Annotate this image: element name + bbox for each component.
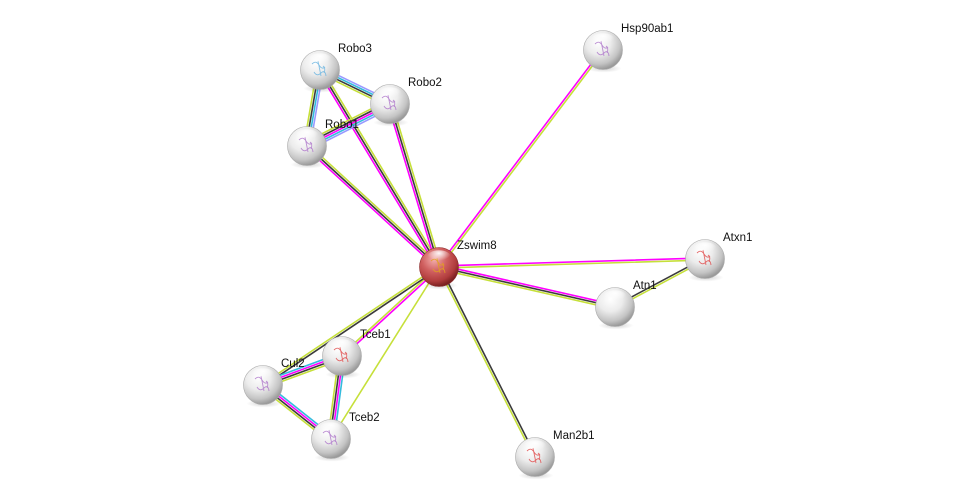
node-cul2[interactable]: Cul2 bbox=[243, 358, 305, 408]
node-highlight bbox=[377, 87, 403, 103]
edge-channel-textmining bbox=[340, 265, 440, 357]
node-tceb2[interactable]: Tceb2 bbox=[311, 412, 380, 462]
node-tceb1[interactable]: Tceb1 bbox=[322, 329, 391, 379]
edge-zswim8-cul2[interactable] bbox=[261, 265, 441, 387]
node-label: Atn1 bbox=[633, 280, 657, 292]
edge-zswim8-robo3[interactable] bbox=[317, 68, 442, 269]
node-atxn1[interactable]: Atxn1 bbox=[685, 232, 753, 282]
edge-channel-experiments bbox=[341, 266, 441, 358]
node-atn1[interactable]: Atn1 bbox=[595, 280, 657, 330]
node-highlight bbox=[692, 242, 718, 258]
edge-zswim8-man2b1[interactable] bbox=[437, 265, 537, 459]
node-robo1[interactable]: Robo1 bbox=[287, 119, 359, 169]
edge-channel-textmining bbox=[330, 266, 440, 440]
edge-channel-coexpression bbox=[262, 267, 441, 387]
edge-channel-experiments bbox=[387, 103, 438, 269]
node-label: Cul2 bbox=[281, 358, 305, 370]
edge-channel-experiments bbox=[304, 146, 439, 270]
node-label: Man2b1 bbox=[553, 430, 595, 442]
edge-zswim8-robo1[interactable] bbox=[304, 143, 442, 270]
edge-zswim8-tceb1[interactable] bbox=[340, 265, 441, 358]
edge-channel-experiments bbox=[437, 48, 603, 268]
edge-zswim8-robo2[interactable] bbox=[387, 102, 442, 269]
edge-channel-textmining bbox=[320, 68, 442, 267]
node-highlight bbox=[294, 129, 320, 145]
edge-zswim8-tceb2[interactable] bbox=[330, 266, 440, 440]
edge-channel-experiments bbox=[438, 257, 706, 267]
node-highlight bbox=[318, 422, 344, 438]
node-highlight bbox=[426, 250, 452, 266]
node-label: Hsp90ab1 bbox=[621, 23, 673, 35]
edge-zswim8-hsp90ab1[interactable] bbox=[437, 48, 605, 269]
node-label: Atxn1 bbox=[723, 232, 752, 244]
node-robo2[interactable]: Robo2 bbox=[370, 77, 442, 127]
node-label: Robo1 bbox=[325, 119, 359, 131]
node-label: Zswim8 bbox=[457, 240, 497, 252]
edge-channel-coexpression bbox=[306, 145, 440, 268]
edge-channel-textmining bbox=[437, 266, 535, 459]
edge-channel-textmining bbox=[439, 49, 605, 269]
node-highlight bbox=[307, 53, 333, 69]
edge-channel-experiments bbox=[317, 70, 439, 269]
node-highlight bbox=[329, 339, 355, 355]
node-label: Robo2 bbox=[408, 77, 442, 89]
edge-channel-coexpression bbox=[319, 69, 440, 268]
edge-channel-textmining bbox=[261, 265, 440, 385]
edge-channel-coexpression bbox=[439, 265, 537, 458]
edge-channel-textmining bbox=[437, 268, 616, 310]
node-robo3[interactable]: Robo3 bbox=[300, 43, 372, 93]
edge-channel-textmining bbox=[307, 143, 442, 267]
edges-layer bbox=[260, 48, 707, 459]
edge-zswim8-atxn1[interactable] bbox=[438, 257, 706, 269]
edge-channel-textmining bbox=[391, 102, 442, 268]
node-label: Robo3 bbox=[338, 43, 372, 55]
node-highlight bbox=[602, 290, 628, 306]
edge-channel-coexpression bbox=[438, 266, 616, 308]
edge-channel-textmining bbox=[438, 259, 706, 269]
node-hsp90ab1[interactable]: Hsp90ab1 bbox=[583, 23, 674, 73]
node-zswim8[interactable]: Zswim8 bbox=[419, 240, 497, 290]
node-highlight bbox=[250, 368, 276, 384]
node-highlight bbox=[522, 440, 548, 456]
node-man2b1[interactable]: Man2b1 bbox=[515, 430, 595, 480]
node-highlight bbox=[590, 33, 616, 49]
node-label: Tceb1 bbox=[360, 329, 391, 341]
edge-channel-experiments bbox=[438, 264, 617, 306]
node-label: Tceb2 bbox=[349, 412, 380, 424]
edge-zswim8-atn1[interactable] bbox=[437, 264, 617, 310]
edge-channel-coexpression bbox=[389, 103, 440, 268]
